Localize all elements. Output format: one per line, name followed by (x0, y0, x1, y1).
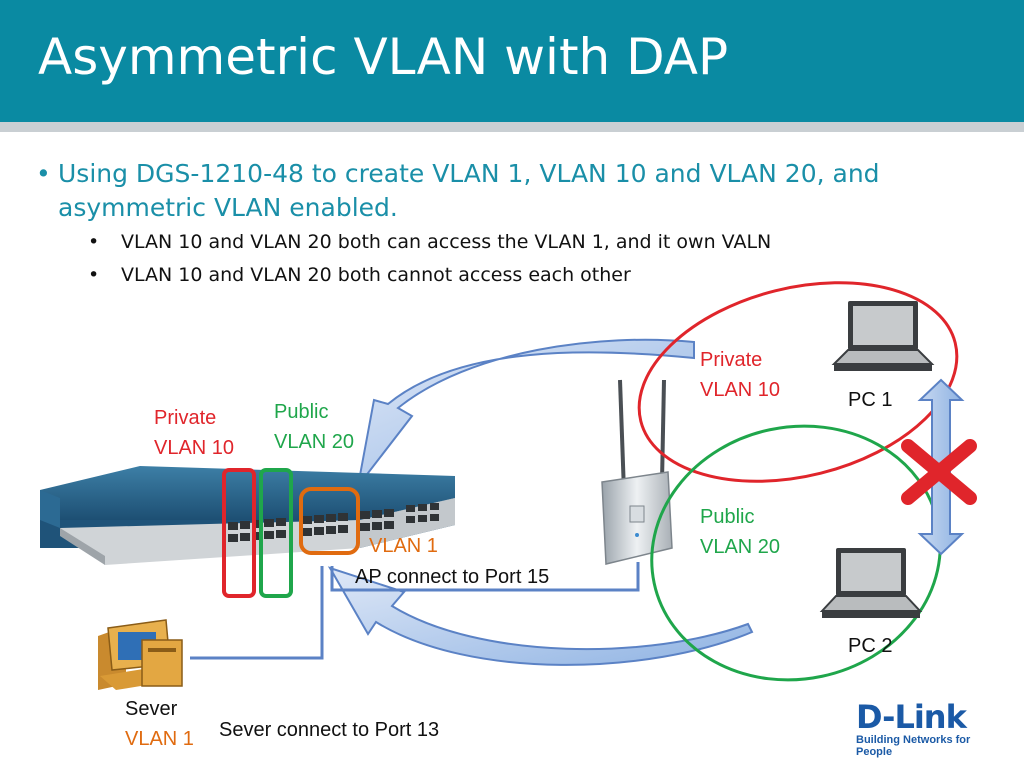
public-label-title: Public (274, 401, 329, 423)
private-vlan-ellipse (637, 281, 959, 483)
server-computer-icon (98, 619, 183, 690)
private-vlan-ports-highlight (222, 468, 256, 598)
slide-title: Asymmetric VLAN with DAP (38, 28, 729, 86)
blocked-x-icon (901, 439, 977, 505)
private-label-title: Private (154, 407, 217, 429)
ap-cable (330, 562, 640, 592)
public-label-title: Public (700, 506, 755, 528)
switch-public-label: Public VLAN 20 (274, 397, 354, 457)
sub-bullet-text: VLAN 10 and VLAN 20 both cannot access e… (121, 264, 631, 286)
switch-vlan1-label: VLAN 1 (369, 535, 438, 557)
network-switch-icon (40, 466, 455, 565)
logo-name: D-Link (856, 698, 967, 736)
upper-curved-arrow (357, 338, 695, 487)
dlink-logo: D-Link Building Networks for People (856, 700, 996, 758)
private-label-vlan: VLAN 10 (700, 379, 781, 401)
bullet-marker: • (88, 231, 100, 253)
server-connect-label: Sever connect to Port 13 (219, 719, 440, 741)
sub-bullet-text: VLAN 10 and VLAN 20 both can access the … (121, 231, 772, 253)
bullet-marker: • (36, 159, 51, 188)
public-label-vlan: VLAN 20 (274, 431, 355, 453)
lower-curved-arrow (327, 566, 754, 666)
laptop-icon (831, 301, 935, 371)
server-vlan-label: VLAN 1 (125, 728, 194, 750)
wireless-private-label: Private VLAN 10 (700, 345, 780, 405)
public-vlan-ports-highlight (259, 468, 293, 598)
pc2-label: PC 2 (848, 635, 893, 657)
vlan1-ports-highlight (299, 487, 360, 555)
main-bullet: • Using DGS-1210-48 to create VLAN 1, VL… (36, 157, 996, 225)
server-name-label: Sever (125, 698, 178, 720)
public-label-vlan: VLAN 20 (700, 536, 781, 558)
title-bar-rule (0, 122, 1024, 132)
title-bar (0, 0, 1024, 122)
pc1-label: PC 1 (848, 389, 893, 411)
sub-bullet-2: • VLAN 10 and VLAN 20 both cannot access … (88, 264, 631, 286)
sub-bullet-1: • VLAN 10 and VLAN 20 both can access the… (88, 231, 771, 253)
private-label-vlan: VLAN 10 (154, 437, 235, 459)
switch-private-label: Private VLAN 10 (154, 403, 234, 463)
ap-connect-label: AP connect to Port 15 (355, 566, 550, 588)
main-bullet-text: Using DGS-1210-48 to create VLAN 1, VLAN… (58, 159, 880, 222)
laptop-icon (819, 548, 923, 618)
logo-tagline: Building Networks for People (856, 734, 971, 758)
server-cable (190, 566, 324, 660)
private-label-title: Private (700, 349, 763, 371)
bullet-marker: • (88, 264, 100, 286)
wireless-public-label: Public VLAN 20 (700, 502, 780, 562)
wireless-access-point-icon (601, 379, 673, 565)
